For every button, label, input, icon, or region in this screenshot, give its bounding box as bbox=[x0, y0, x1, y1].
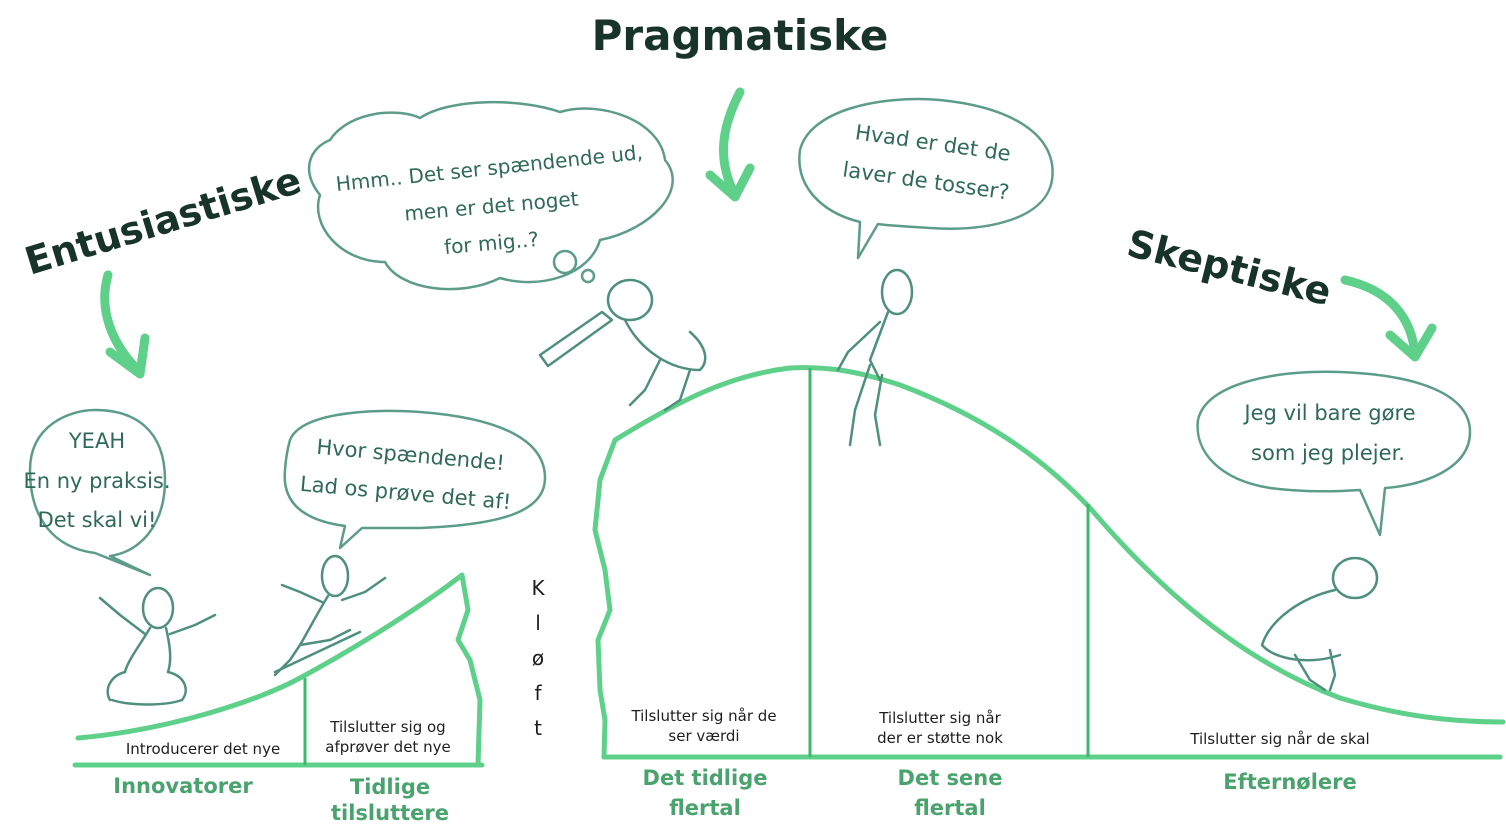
segment-early-majority: Tilslutter sig når de ser værdi Det tidl… bbox=[630, 707, 776, 820]
segment-early-majority-desc-1: Tilslutter sig når de bbox=[630, 707, 776, 725]
segment-innovators-desc: Introducerer det nye bbox=[126, 740, 280, 758]
bubble-innovator: YEAH En ny praksis. Det skal vi! bbox=[23, 408, 171, 577]
segment-laggards-desc: Tilslutter sig når de skal bbox=[1189, 730, 1369, 748]
segment-early-adopters-desc-1: Tilslutter sig og bbox=[329, 718, 445, 736]
heading-enthusiastic: Entusiastiske bbox=[20, 158, 306, 284]
bubble-laggard: Jeg vil bare gøre som jeg plejer. bbox=[1196, 370, 1472, 537]
innovator-figure-icon bbox=[98, 586, 217, 706]
heading-skeptic: Skeptiske bbox=[1123, 221, 1336, 314]
segment-late-majority-desc-1: Tilslutter sig når bbox=[878, 709, 1001, 727]
segment-early-adopters-desc-2: afprøver det nye bbox=[325, 738, 450, 756]
chasm-letter-2: l bbox=[535, 611, 541, 635]
segment-early-majority-name-2: flertal bbox=[669, 796, 741, 820]
segment-innovators-name: Innovatorer bbox=[113, 774, 253, 798]
segment-laggards: Tilslutter sig når de skal Efternølere bbox=[1189, 730, 1369, 794]
bubble-innovator-line-2: En ny praksis. bbox=[23, 469, 170, 493]
segment-late-majority-desc-2: der er støtte nok bbox=[877, 729, 1003, 747]
arrow-pragmatic-icon bbox=[705, 87, 755, 202]
bubble-laggard-line-1: Jeg vil bare gøre bbox=[1242, 401, 1415, 425]
early-majority-figure-icon bbox=[538, 278, 707, 412]
bubble-early-adopter: Hvor spændende! Lad os prøve det af! bbox=[283, 409, 547, 550]
bubble-innovator-line-1: YEAH bbox=[68, 429, 125, 453]
segment-late-majority-name-2: flertal bbox=[914, 796, 986, 820]
segment-laggards-name: Efternølere bbox=[1223, 770, 1357, 794]
bubble-laggard-line-2: som jeg plejer. bbox=[1251, 441, 1405, 465]
adoption-curve bbox=[72, 365, 1506, 768]
arrow-skeptic-icon bbox=[1340, 275, 1437, 362]
segment-late-majority: Tilslutter sig når der er støtte nok Det… bbox=[877, 709, 1003, 820]
chasm-letter-3: ø bbox=[532, 646, 544, 670]
early-adopter-figure-icon bbox=[273, 554, 387, 677]
segment-late-majority-name-1: Det sene bbox=[898, 766, 1003, 790]
chasm-letter-5: t bbox=[534, 716, 542, 740]
bubble-innovator-line-3: Det skal vi! bbox=[38, 508, 157, 532]
bubble-early-majority: Hmm.. Det ser spændende ud, men er det n… bbox=[308, 100, 674, 291]
curve-early-adopters bbox=[297, 572, 483, 768]
curve-main bbox=[592, 365, 1506, 760]
segment-early-majority-name-1: Det tidlige bbox=[643, 766, 768, 790]
chasm-letter-1: K bbox=[531, 576, 545, 600]
arrow-enthusiastic-icon bbox=[100, 270, 150, 379]
laggard-figure-icon bbox=[1260, 556, 1379, 692]
segment-early-adopters-name-1: Tidlige bbox=[350, 775, 430, 799]
chasm-label: K l ø f t bbox=[531, 576, 545, 740]
bubble-late-majority: Hvad er det de laver de tosser? bbox=[798, 97, 1054, 260]
segment-early-majority-desc-2: ser værdi bbox=[668, 727, 739, 745]
segment-early-adopters-name-2: tilsluttere bbox=[331, 801, 449, 825]
heading-pragmatic: Pragmatiske bbox=[592, 11, 889, 60]
segment-innovators: Introducerer det nye Innovatorer bbox=[113, 740, 280, 798]
curve-innovators bbox=[75, 675, 303, 741]
chasm-letter-4: f bbox=[534, 681, 542, 705]
segment-early-adopters: Tilslutter sig og afprøver det nye Tidli… bbox=[325, 718, 450, 825]
late-majority-figure-icon bbox=[836, 268, 914, 447]
